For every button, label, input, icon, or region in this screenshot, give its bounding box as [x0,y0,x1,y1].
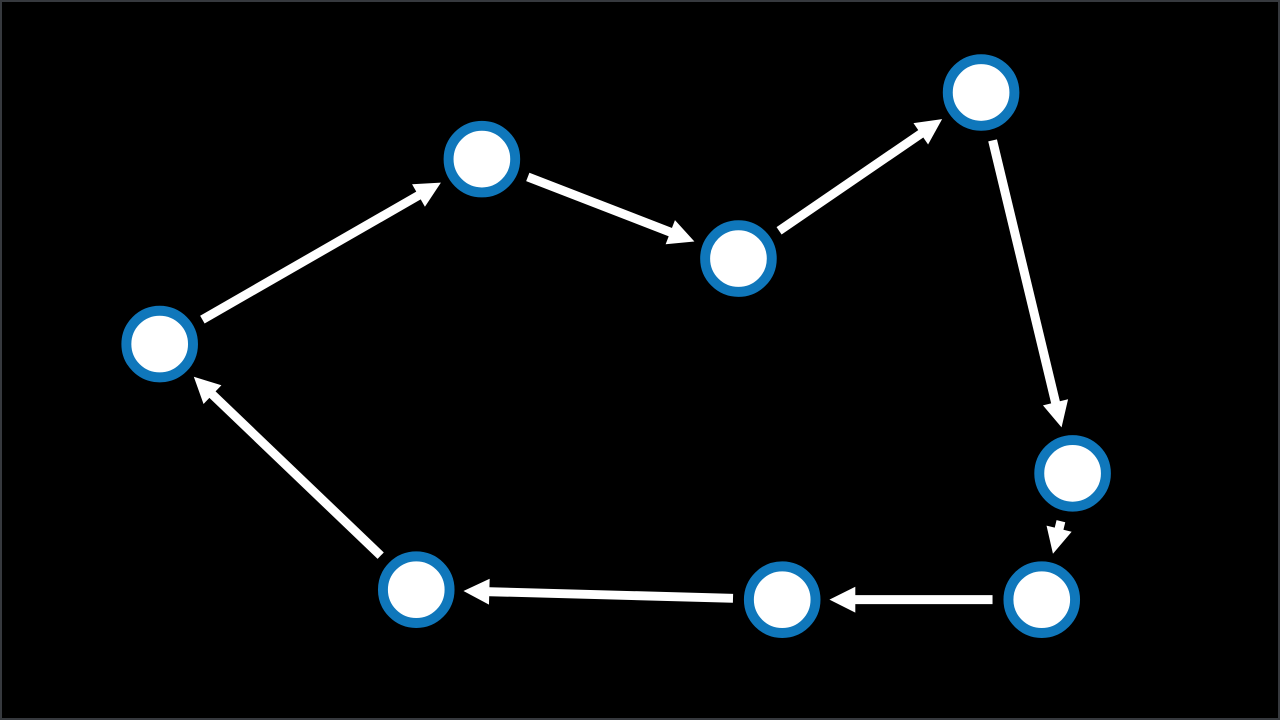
node-right[interactable] [1034,435,1111,512]
arrow-head-icon [1042,399,1069,428]
arrow-shaft [988,139,1061,408]
graph-edge-n4-n5 [988,139,1069,428]
arrow-head-icon [829,586,856,613]
graph-edge-n6-n7 [829,586,993,613]
node-left[interactable] [121,305,198,383]
arrow-shaft [776,127,927,235]
node-bottom-right[interactable] [1003,561,1081,638]
arrow-head-icon [913,119,943,145]
arrow-head-icon [193,376,222,404]
graph-edge-n5-n6 [1046,520,1072,554]
node-upper-left[interactable] [443,120,521,198]
arrow-head-icon [412,182,441,207]
arrow-shaft [485,587,734,603]
arrow-head-icon [1046,525,1072,554]
graph-edge-n3-n4 [776,119,943,235]
arrow-head-icon [463,578,490,605]
node-bottom-middle[interactable] [743,561,821,638]
node-middle[interactable] [700,220,777,297]
arrow-shaft [200,189,425,324]
node-bottom-left[interactable] [377,551,455,629]
arrow-shaft [206,388,384,559]
node-top-right[interactable] [942,54,1020,131]
arrow-head-icon [665,220,695,245]
graph-edge-n2-n3 [526,172,695,245]
graph-edge-n7-n8 [463,578,734,605]
graph-edge-n8-n1 [193,376,384,559]
arrow-shaft [526,172,676,238]
graph-edge-n1-n2 [200,182,441,324]
